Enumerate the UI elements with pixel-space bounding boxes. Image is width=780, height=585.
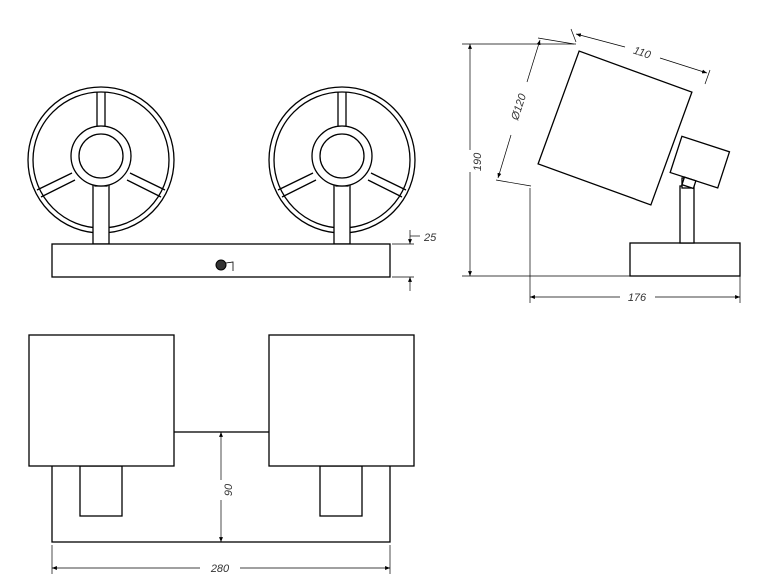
side-back-cylinder [669, 135, 731, 190]
dim-shade-depth-label: 110 [632, 45, 653, 62]
dim-shade-depth: 110 [570, 28, 711, 85]
top-stem-right [319, 465, 363, 517]
dim-shade-diameter-label: Ø120 [509, 92, 529, 123]
dim-total-width-label: 280 [210, 563, 230, 575]
top-view: 90 280 [28, 334, 415, 575]
dim-base-depth-label: 90 [223, 483, 235, 496]
front-lamp-right [268, 86, 416, 245]
side-shade [537, 50, 693, 206]
side-stem [679, 185, 695, 244]
dim-side-depth-label: 176 [628, 292, 647, 304]
top-stem-left [79, 465, 123, 517]
front-lamp-left [27, 86, 175, 245]
dim-total-height: 190 [462, 43, 630, 277]
dim-total-height-label: 190 [472, 152, 484, 171]
dim-total-width: 280 [51, 545, 391, 575]
dim-base-height: 25 [392, 230, 437, 291]
cable-switch [215, 259, 234, 271]
top-shade-right [268, 334, 415, 467]
dim-base-depth: 90 [219, 432, 235, 542]
front-view: 25 [27, 86, 437, 291]
top-shade-left [28, 334, 175, 467]
dim-base-height-label: 25 [423, 232, 437, 244]
dim-side-depth: 176 [529, 188, 741, 304]
side-base-plate [629, 242, 741, 277]
side-view: 190 110 Ø120 176 [462, 28, 741, 304]
